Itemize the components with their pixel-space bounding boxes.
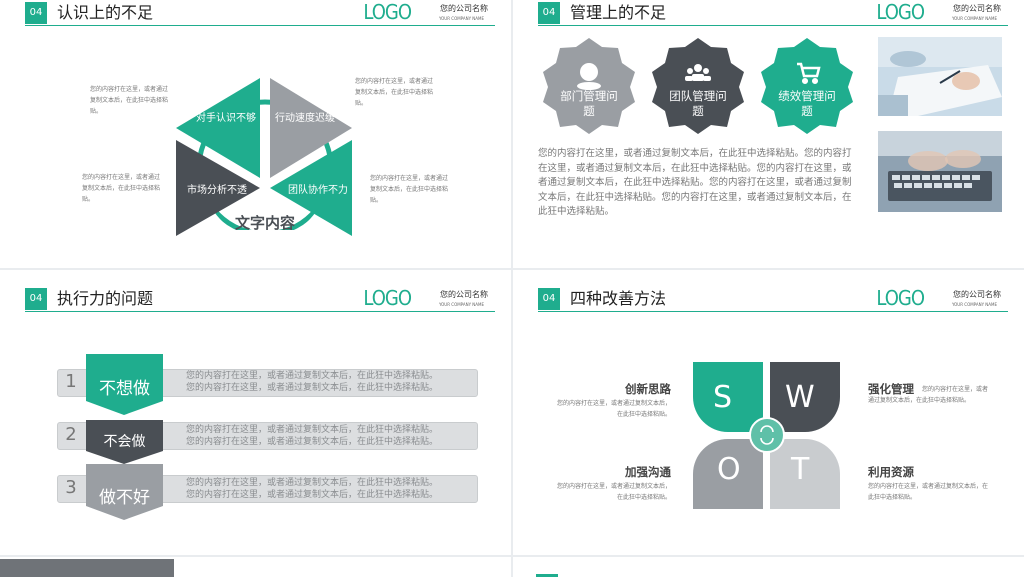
company-name: 您的公司名称 [440,4,488,13]
badge-3 [761,38,853,134]
note-bottom-left: 您的内容打在这里，或者通过复制文本后，在此狂中选择粘贴。 [82,174,161,203]
slide-improvement[interactable]: 04 四种改善方法 LOGO 您的公司名称 YOUR COMPANY NAME … [513,270,1024,555]
header-rule [25,311,495,312]
company-subtitle: YOUR COMPANY NAME [951,16,997,21]
center-text: 文字内容 [234,214,295,232]
slide-title: 四种改善方法 [570,289,667,308]
section-number: 04 [25,288,47,310]
step-label-2: 不会做 [103,434,146,450]
step-label-1: 不想做 [99,379,150,399]
method-title-2: 强化管理 [868,382,914,396]
step-text-3a: 您的内容打在这里，或者通过复制文本后，在此狂中选择粘贴。 [186,478,439,488]
user-icon [577,63,601,90]
swot-s-leaf [693,362,763,432]
method-text-2: 您的内容打在这里，或者通过复制文本后，在此狂中选择粘贴。 [868,386,989,404]
badge-row [543,38,853,134]
company-subtitle: YOUR COMPANY NAME [438,16,484,21]
section-number-partial [536,574,558,577]
method-text-1: 您的内容打在这里，或者通过复制文本后，在此狂中选择粘贴。 [556,400,671,418]
step-arrow-3 [86,464,163,520]
slide-execution[interactable]: 04 执行力的问题 LOGO 您的公司名称 YOUR COMPANY NAME … [0,270,511,555]
center-hub [749,417,785,453]
swot-letter-o: O [717,452,741,487]
section-number: 04 [538,288,560,310]
slide-next-1[interactable] [0,557,511,577]
note-top-right: 您的内容打在这里，或者通过复制文本后，在此狂中选择粘贴。 [355,78,434,107]
step-text-1a: 您的内容打在这里，或者通过复制文本后，在此狂中选择粘贴。 [186,371,439,381]
header-rule [538,311,1008,312]
slide-title: 管理上的不足 [570,3,667,22]
swot-diagram [693,362,840,509]
triangle-1 [176,78,260,178]
triangle-label-3: 市场分析不透 [187,185,247,196]
step-text-2a: 您的内容打在这里，或者通过复制文本后，在此狂中选择粘贴。 [186,425,439,435]
triangle-3 [176,140,260,236]
note-bottom-right: 您的内容打在这里，或者通过复制文本后，在此狂中选择粘贴。 [370,175,449,204]
slide-recognition[interactable]: 04 认识上的不足 LOGO 您的公司名称 YOUR COMPANY NAME … [0,0,511,268]
slide-header: 04 管理上的不足 LOGO 您的公司名称 YOUR COMPANY NAME [538,2,1008,26]
badge-label-3: 绩效管理问题 [778,89,836,118]
slide-header: 04 认识上的不足 LOGO 您的公司名称 YOUR COMPANY NAME [25,2,495,26]
step-number-1: 1 [65,371,77,392]
triangle-4 [270,140,352,236]
swot-letter-s: S [713,380,733,415]
slide-title: 执行力的问题 [57,289,154,308]
refresh-icon [760,425,774,445]
swot-w-leaf [770,362,840,432]
swot-letter-w: W [785,380,815,415]
logo: LOGO [363,286,412,310]
photo-strip [0,559,174,577]
body-text: 您的内容打在这里，或者通过复制文本后，在此狂中选择粘贴。您的内容打在这里，或者通… [538,148,852,217]
company-subtitle: YOUR COMPANY NAME [951,302,997,307]
logo: LOGO [876,0,925,24]
triangle-label-4: 团队协作不力 [288,185,348,196]
step-arrows [86,354,163,520]
company-name: 您的公司名称 [953,4,1001,13]
step-text-2b: 您的内容打在这里，或者通过复制文本后，在此狂中选择粘贴。 [186,437,439,447]
badge-2 [652,38,744,134]
swot-t-leaf [770,439,840,509]
logo: LOGO [876,286,925,310]
step-arrow-1 [86,354,163,415]
triangle-diagram [176,78,352,239]
step-number-2: 2 [65,424,77,445]
step-text-1b: 您的内容打在这里，或者通过复制文本后，在此狂中选择粘贴。 [186,383,439,393]
section-number: 04 [25,2,47,24]
header-rule [25,25,495,26]
step-number-3: 3 [65,477,77,498]
method-text-4: 您的内容打在这里，或者通过复制文本后，在此狂中选择粘贴。 [868,483,989,501]
swot-letter-t: T [791,452,810,487]
step-text-3b: 您的内容打在这里，或者通过复制文本后，在此狂中选择粘贴。 [186,490,439,500]
writing-photo [878,37,1002,116]
triangle-2 [270,78,352,178]
cart-icon [797,62,821,85]
header-rule [538,25,1008,26]
triangle-label-2: 行动速度迟缓 [275,113,335,124]
logo: LOGO [363,0,412,24]
team-icon [685,64,711,81]
method-title-3: 加强沟通 [625,465,671,479]
method-title-4: 利用资源 [868,465,914,479]
company-name: 您的公司名称 [953,290,1001,299]
section-number: 04 [538,2,560,24]
company-subtitle: YOUR COMPANY NAME [438,302,484,307]
keyboard-photo [878,131,1002,212]
center-mask [210,205,320,239]
slide-management[interactable]: 04 管理上的不足 LOGO 您的公司名称 YOUR COMPANY NAME [513,0,1024,268]
step-arrow-2 [86,420,163,464]
note-top-left: 您的内容打在这里，或者通过复制文本后，在此狂中选择粘贴。 [90,86,169,115]
method-text-3: 您的内容打在这里，或者通过复制文本后，在此狂中选择粘贴。 [556,483,671,501]
slide-header: 04 执行力的问题 LOGO 您的公司名称 YOUR COMPANY NAME [25,288,495,312]
triangle-label-1: 对手认识不够 [196,113,256,124]
swot-o-leaf [693,439,763,509]
badge-label-2: 团队管理问题 [669,89,727,118]
step-label-3: 做不好 [99,488,150,508]
slide-title: 认识上的不足 [57,3,154,22]
slide-next-2[interactable] [513,557,1024,577]
badge-label-1: 部门管理问题 [560,89,618,118]
company-name: 您的公司名称 [440,290,488,299]
method-title-1: 创新思路 [625,382,671,396]
slide-header: 04 四种改善方法 LOGO 您的公司名称 YOUR COMPANY NAME [538,288,1008,312]
